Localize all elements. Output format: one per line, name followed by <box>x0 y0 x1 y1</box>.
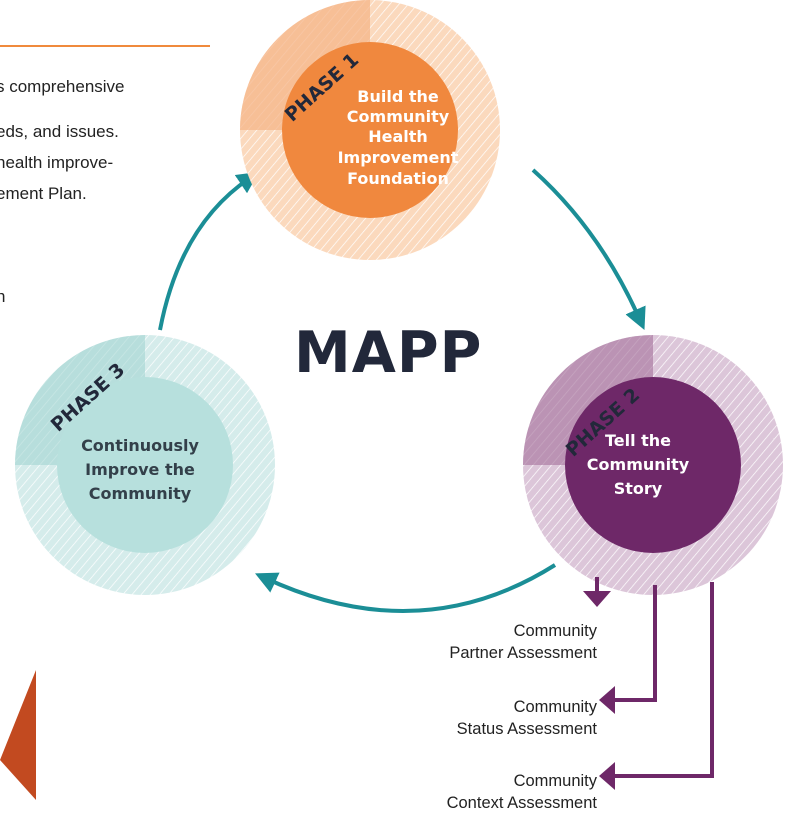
assessment-context-line-2: Context Assessment <box>446 794 597 812</box>
phase-1-title-line-3: Health <box>368 127 428 146</box>
branch-line-context <box>612 582 714 778</box>
phase-2-title-line-2: Community <box>587 455 690 474</box>
assessment-partner-line-1: Community <box>513 622 597 640</box>
branch-arrowhead-partner <box>583 591 611 607</box>
arrow-phase2-to-phase3 <box>255 563 557 613</box>
arrow-phase3-to-phase1 <box>158 171 260 331</box>
phase-1-title-line-4: Improvement <box>338 148 459 167</box>
intro-line-3: health improve- <box>0 153 114 172</box>
arrow-phase1-to-phase2 <box>531 168 646 331</box>
assessment-status-line-2: Status Assessment <box>456 720 597 738</box>
assessment-partner: Community Partner Assessment <box>377 620 597 664</box>
phase-2-title-line-1: Tell the <box>605 431 671 450</box>
mapp-title: MAPP <box>294 320 483 386</box>
branch-arrowhead-status <box>599 686 615 714</box>
intro-line-4: ement Plan. <box>0 184 87 203</box>
assessment-context-line-1: Community <box>513 772 597 790</box>
phase-1-title-line-1: Build the <box>357 87 439 106</box>
phase-3-title-line-1: Continuously <box>81 436 199 455</box>
assessment-status: Community Status Assessment <box>377 696 597 740</box>
branch-line-status <box>612 585 657 702</box>
assessment-context: Community Context Assessment <box>377 770 597 814</box>
phase-3-circle <box>15 335 275 595</box>
intro-line-5: n <box>0 287 6 306</box>
header-rule <box>0 45 210 47</box>
phase-1-circle <box>240 0 500 260</box>
phase-3-title-line-3: Community <box>89 484 192 503</box>
phase-2-circle <box>523 335 783 595</box>
phase-1-title-line-5: Foundation <box>347 169 449 188</box>
assessment-status-line-1: Community <box>513 698 597 716</box>
phase-2-title-line-3: Story <box>614 479 663 498</box>
phase-1-title-line-2: Community <box>347 107 450 126</box>
phase-3-title-line-2: Improve the <box>85 460 195 479</box>
intro-line-1: s comprehensive <box>0 77 125 96</box>
branch-arrowhead-context <box>599 762 615 790</box>
intro-line-2: eds, and issues. <box>0 122 119 141</box>
accent-triangle <box>0 670 36 800</box>
assessment-partner-line-2: Partner Assessment <box>449 644 597 662</box>
